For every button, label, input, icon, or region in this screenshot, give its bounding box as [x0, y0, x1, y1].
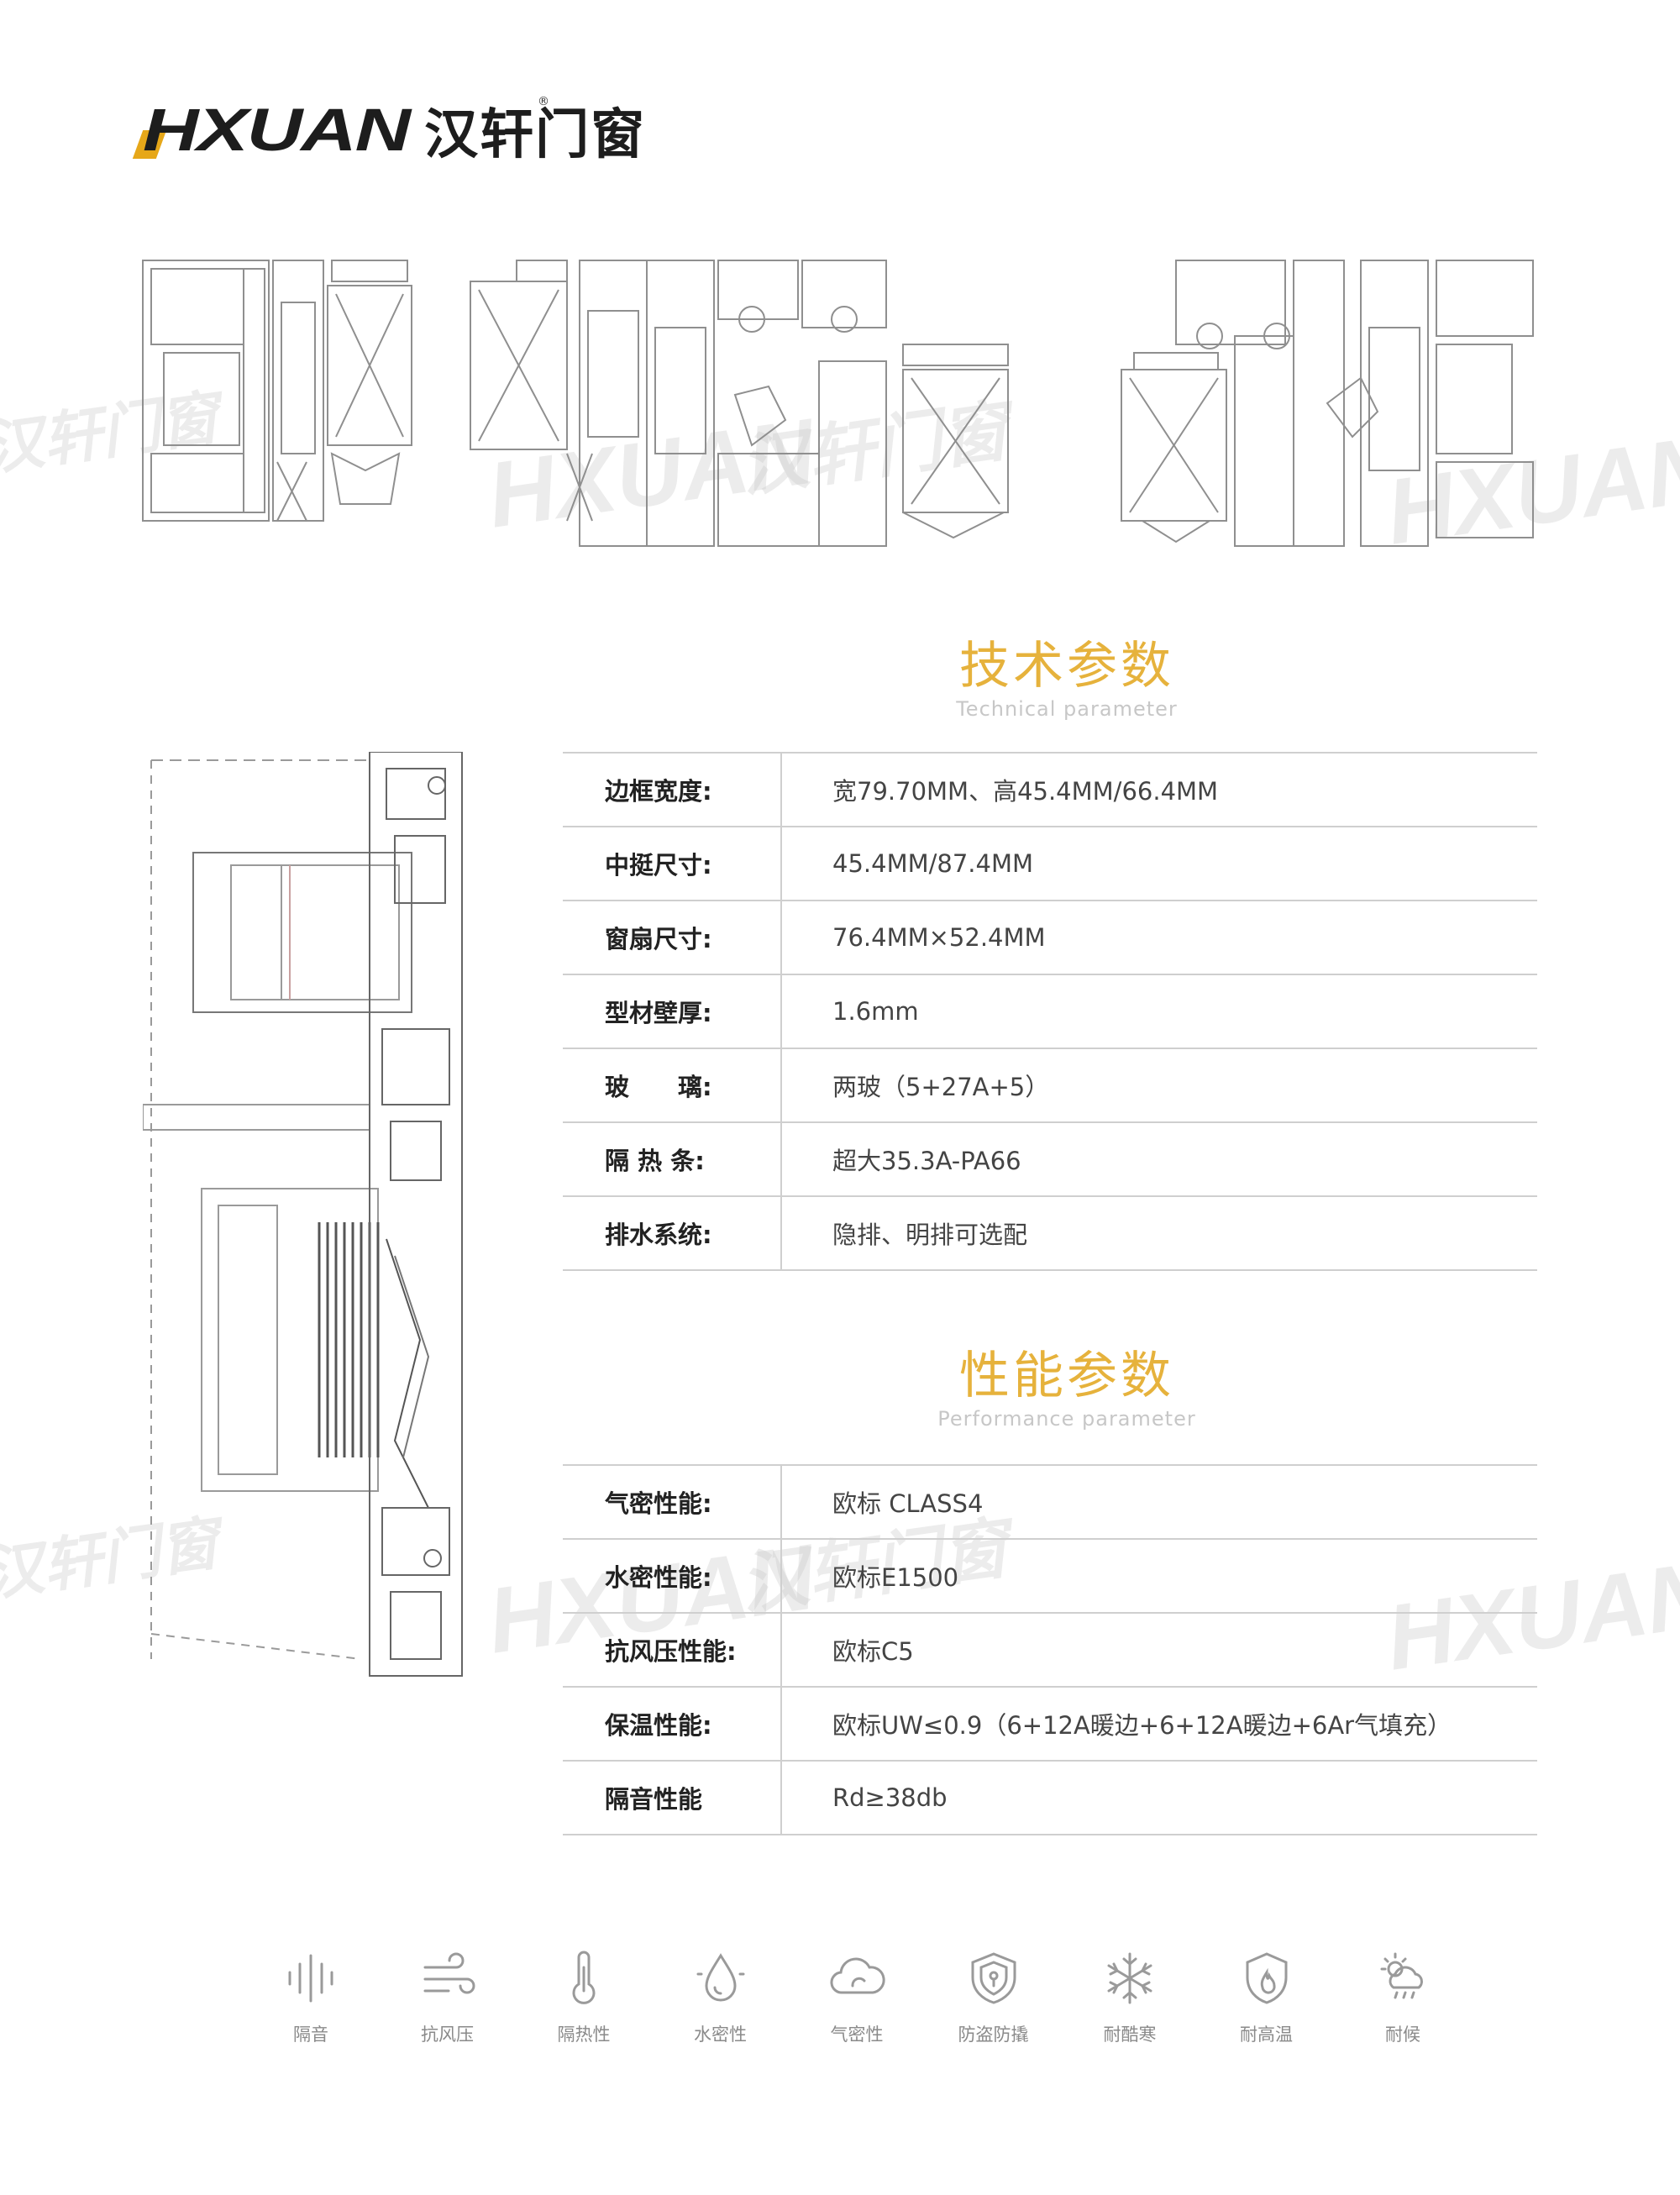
shield-icon [971, 1952, 1016, 2004]
param-label: 中挺尺寸: [563, 827, 782, 901]
feature-item: 隔音 [252, 1949, 370, 2058]
param-value: 超大35.3A-PA66 [832, 1147, 1021, 1175]
param-value: 隐排、明排可选配 [832, 1221, 1028, 1249]
feature-item: 防盗防撬 [935, 1949, 1053, 2058]
weather-icon [1380, 1952, 1423, 1999]
table-row: 中挺尺寸: 45.4MM/87.4MM [563, 827, 1537, 901]
feature-item: 耐酷寒 [1071, 1949, 1189, 2058]
feature-label: 隔热性 [557, 2024, 611, 2045]
param-value: Rd≥38db [832, 1783, 948, 1812]
feature-item: 耐高温 [1208, 1949, 1326, 2058]
water-drop-icon [696, 1953, 744, 2002]
param-label: 水密性能: [563, 1539, 782, 1613]
param-label: 保温性能: [563, 1687, 782, 1761]
profile-section-drawing-left [139, 252, 416, 529]
feature-icons-row: 隔音 抗风压 隔热性 水密性 气密性 [252, 1949, 1462, 2058]
performance-subtitle: Performance parameter [937, 1407, 1196, 1431]
wind-icon [423, 1952, 475, 1994]
feature-item: 抗风压 [389, 1949, 507, 2058]
table-row: 隔音性能 Rd≥38db [563, 1761, 1537, 1835]
param-value: 1.6mm [832, 997, 919, 1026]
snowflake-icon [1107, 1952, 1152, 2004]
param-value: 欧标 CLASS4 [832, 1489, 984, 1518]
param-value: 宽79.70MM、高45.4MM/66.4MM [832, 777, 1219, 806]
param-value: 欧标C5 [832, 1637, 914, 1666]
cloud-icon [830, 1957, 885, 1994]
brand-logo: HXUAN 汉轩门窗 ® [132, 95, 646, 166]
feature-label: 气密性 [830, 2024, 884, 2045]
table-row: 型材壁厚: 1.6mm [563, 974, 1537, 1048]
param-value: 76.4MM×52.4MM [832, 923, 1046, 952]
table-row: 排水系统: 隐排、明排可选配 [563, 1196, 1537, 1270]
profile-section-drawing-center [466, 252, 1012, 554]
performance-parameter-table: 气密性能: 欧标 CLASS4 水密性能: 欧标E1500 抗风压性能: 欧标C5 保… [563, 1464, 1537, 1835]
feature-label: 抗风压 [421, 2024, 474, 2045]
feature-label: 水密性 [694, 2024, 747, 2045]
feature-label: 隔音 [293, 2024, 328, 2045]
technical-parameter-table: 边框宽度: 宽79.70MM、高45.4MM/66.4MM 中挺尺寸: 45.4MM… [563, 752, 1537, 1271]
technical-subtitle: Technical parameter [956, 697, 1178, 721]
performance-parameter-heading: 性能参数 Performance parameter [840, 1348, 1294, 1431]
feature-item: 气密性 [798, 1949, 916, 2058]
table-row: 水密性能: 欧标E1500 [563, 1539, 1537, 1613]
feature-label: 耐高温 [1240, 2024, 1293, 2045]
feature-item: 隔热性 [525, 1949, 643, 2058]
param-label: 排水系统: [563, 1196, 782, 1270]
param-label: 隔音性能 [563, 1761, 782, 1835]
param-label: 窗扇尺寸: [563, 901, 782, 974]
param-value: 两玻（5+27A+5） [832, 1073, 1050, 1101]
table-row: 窗扇尺寸: 76.4MM×52.4MM [563, 901, 1537, 974]
param-label: 玻 璃: [563, 1048, 782, 1122]
param-label: 型材壁厚: [563, 974, 782, 1048]
logo-chinese-text: 汉轩门窗 [424, 104, 647, 166]
table-row: 玻 璃: 两玻（5+27A+5） [563, 1048, 1537, 1122]
param-label: 隔 热 条: [563, 1122, 782, 1196]
logo-latin-text: HXUAN [143, 97, 411, 164]
technical-parameter-heading: 技术参数 Technical parameter [840, 638, 1294, 721]
feature-label: 耐候 [1385, 2024, 1420, 2045]
table-row: 保温性能: 欧标UW≤0.9（6+12A暖边+6+12A暖边+6Ar气填充） [563, 1687, 1537, 1761]
param-label: 边框宽度: [563, 753, 782, 827]
param-value: 欧标UW≤0.9（6+12A暖边+6+12A暖边+6Ar气填充） [832, 1711, 1452, 1740]
technical-title: 技术参数 [959, 637, 1174, 696]
table-row: 边框宽度: 宽79.70MM、高45.4MM/66.4MM [563, 753, 1537, 827]
logo-registered-mark: ® [538, 95, 549, 108]
param-label: 气密性能: [563, 1465, 782, 1539]
window-cross-section-image [143, 752, 475, 1684]
thermometer-icon [572, 1951, 596, 2004]
sound-wave-icon [288, 1954, 333, 2003]
param-value: 欧标E1500 [832, 1563, 959, 1592]
table-row: 抗风压性能: 欧标C5 [563, 1613, 1537, 1687]
feature-item: 水密性 [662, 1949, 780, 2058]
feature-label: 耐酷寒 [1103, 2024, 1157, 2045]
param-label: 抗风压性能: [563, 1613, 782, 1687]
feature-label: 防盗防撬 [958, 2024, 1029, 2045]
performance-title: 性能参数 [959, 1347, 1174, 1405]
feature-item: 耐候 [1344, 1949, 1462, 2058]
profile-section-drawing-right [1117, 252, 1537, 554]
param-value: 45.4MM/87.4MM [832, 849, 1033, 878]
table-row: 隔 热 条: 超大35.3A-PA66 [563, 1122, 1537, 1196]
fire-shield-icon [1246, 1952, 1287, 2004]
table-row: 气密性能: 欧标 CLASS4 [563, 1465, 1537, 1539]
